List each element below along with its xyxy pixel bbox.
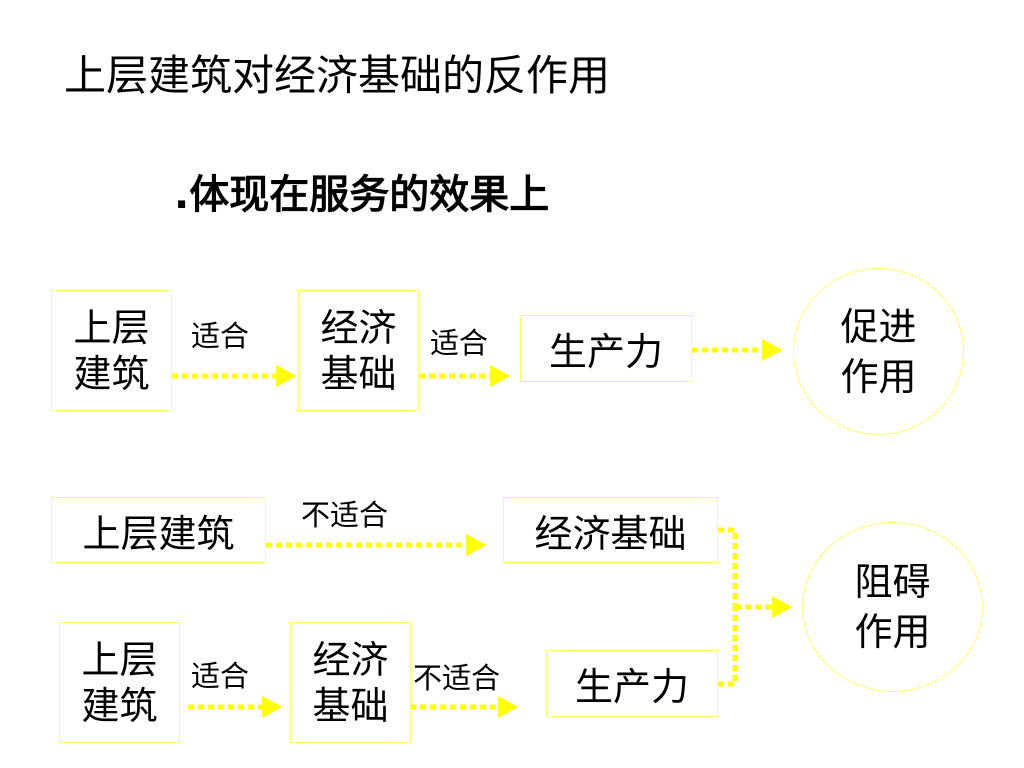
row3-economic-base-line2: 基础	[312, 683, 389, 728]
connector-row3	[718, 607, 738, 687]
row3-label-unfit: 不适合	[413, 661, 501, 695]
row1-label-fit-2: 适合	[430, 326, 489, 360]
subtitle: .体现在服务的效果上	[174, 172, 550, 218]
row1-economic-base-line1: 经济	[320, 305, 397, 350]
row3-superstructure-line1: 上层	[81, 637, 158, 682]
row2-economic-base-box: 经济基础	[503, 497, 718, 563]
arrowhead-row1-b	[490, 365, 510, 387]
arrowhead-row1-a	[276, 365, 296, 387]
page-title: 上层建筑对经济基础的反作用	[64, 51, 611, 100]
arrowhead-row3-a	[262, 696, 282, 718]
row1-economic-base-line2: 基础	[320, 351, 397, 396]
arrowhead-merge	[772, 596, 792, 618]
result-hinder-line2: 作用	[854, 610, 931, 654]
row3-economic-base-line1: 经济	[312, 637, 389, 682]
result-hinder-line1: 阻碍	[854, 560, 931, 604]
result-promote-line2: 作用	[840, 354, 917, 399]
row3-productivity-box: 生产力	[546, 650, 718, 717]
row2-superstructure-box: 上层建筑	[51, 497, 266, 563]
result-hinder-circle: 阻碍 作用	[802, 522, 983, 692]
result-promote-circle: 促进 作用	[793, 268, 964, 435]
connector-row2	[718, 527, 738, 607]
row2-label-unfit: 不适合	[301, 498, 389, 532]
result-promote-line1: 促进	[840, 304, 917, 349]
row1-superstructure-line2: 建筑	[73, 351, 150, 396]
arrowhead-row1-c	[762, 339, 782, 361]
row3-economic-base-box: 经济 基础	[290, 622, 411, 743]
row3-label-fit: 适合	[191, 659, 250, 693]
row1-economic-base-box: 经济 基础	[298, 290, 419, 411]
row1-productivity-box: 生产力	[520, 315, 692, 382]
row1-superstructure-line1: 上层	[73, 305, 150, 350]
row1-superstructure-box: 上层 建筑	[51, 290, 172, 411]
row3-superstructure-line2: 建筑	[81, 683, 158, 728]
row1-label-fit-1: 适合	[191, 319, 250, 353]
arrowhead-row3-b	[498, 696, 518, 718]
row3-superstructure-box: 上层 建筑	[59, 622, 180, 743]
arrowhead-row2	[466, 534, 486, 556]
